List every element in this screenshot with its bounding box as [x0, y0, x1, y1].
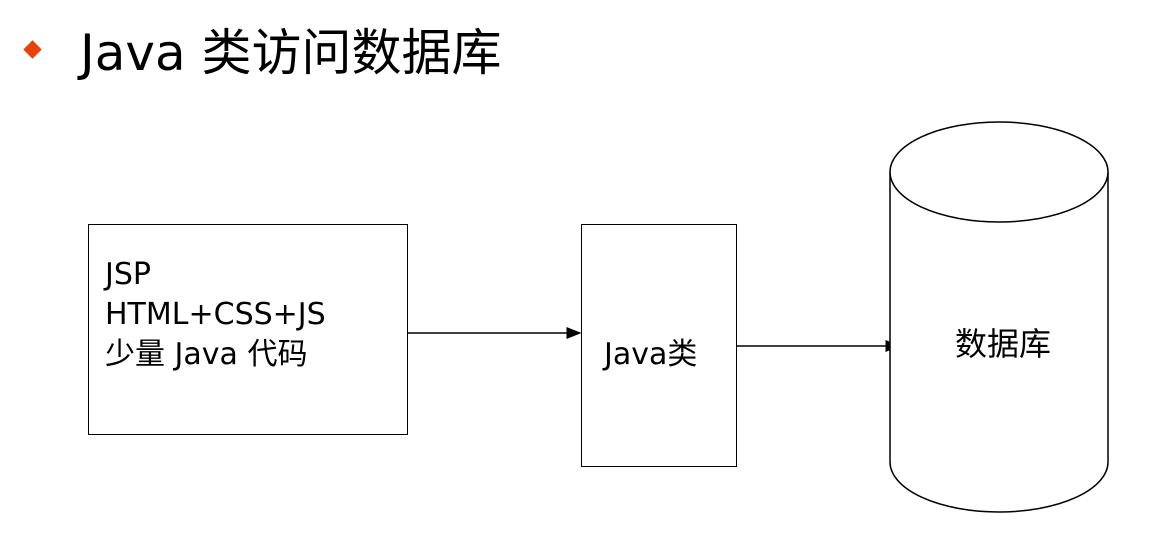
jsp-box: JSP HTML+CSS+JS 少量 Java 代码 [88, 224, 408, 435]
java-class-box: Java类 [581, 224, 737, 467]
java-class-label: Java类 [604, 337, 698, 372]
slide-title: Java 类访问数据库 [80, 24, 502, 82]
jsp-box-line: 少量 Java 代码 [105, 337, 308, 372]
jsp-box-line: HTML+CSS+JS [105, 297, 326, 332]
database-label: 数据库 [955, 325, 1052, 363]
database-cylinder [889, 121, 1109, 513]
jsp-box-line: JSP [105, 257, 151, 292]
